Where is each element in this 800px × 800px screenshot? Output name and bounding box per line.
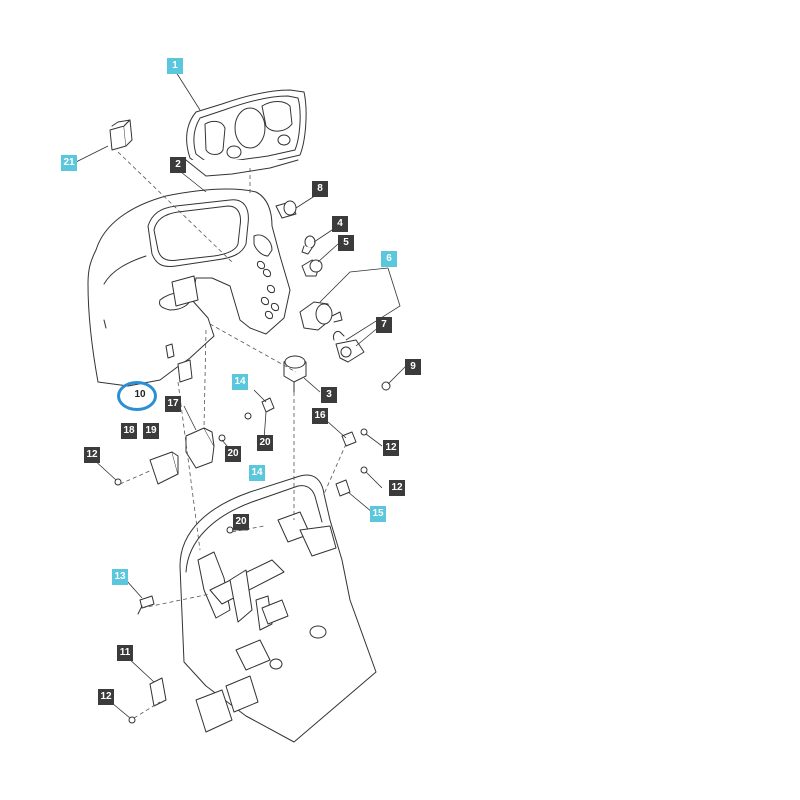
bracket-part-11	[149, 677, 167, 707]
callout-17-label: 17	[167, 398, 179, 409]
module-part-18-19	[149, 451, 179, 485]
callout-12-label: 12	[100, 691, 112, 702]
switch-part-21	[109, 119, 133, 151]
callout-3-label: 3	[326, 389, 332, 400]
callout-11[interactable]: 11	[117, 645, 133, 661]
callout-14[interactable]: 14	[232, 374, 248, 390]
callout-1-label: 1	[172, 60, 178, 71]
callout-20-label: 20	[235, 516, 247, 527]
clip-part-15	[335, 479, 351, 497]
callout-10[interactable]: 10	[132, 387, 148, 403]
ignition-switch-part	[299, 301, 343, 331]
pedal-frame-part	[179, 474, 377, 743]
relay-part-17	[185, 427, 215, 469]
callout-7[interactable]: 7	[376, 317, 392, 333]
bulb-part-4	[301, 235, 316, 255]
knob-part-3	[283, 355, 307, 393]
bolt-part-13	[137, 595, 155, 615]
switch-part-8	[275, 200, 297, 219]
callout-12-label: 12	[385, 442, 397, 453]
callout-18-label: 18	[123, 425, 135, 436]
callout-18[interactable]: 18	[121, 423, 137, 439]
callout-12[interactable]: 12	[383, 440, 399, 456]
callout-13-label: 13	[114, 571, 126, 582]
callout-3[interactable]: 3	[321, 387, 337, 403]
clip-part-16	[341, 431, 357, 447]
callout-12-label: 12	[86, 449, 98, 460]
callout-11-label: 11	[119, 647, 131, 658]
callout-21-label: 21	[63, 157, 75, 168]
callout-14[interactable]: 14	[249, 465, 265, 481]
callout-2[interactable]: 2	[170, 157, 186, 173]
callout-14-label: 14	[251, 467, 263, 478]
callout-16-label: 16	[314, 410, 326, 421]
callout-16[interactable]: 16	[312, 408, 328, 424]
callout-10-label: 10	[134, 389, 146, 400]
callout-20-label: 20	[259, 437, 271, 448]
callout-5[interactable]: 5	[338, 235, 354, 251]
callout-20[interactable]: 20	[257, 435, 273, 451]
callout-4[interactable]: 4	[332, 216, 348, 232]
callout-6[interactable]: 6	[381, 251, 397, 267]
callout-9[interactable]: 9	[405, 359, 421, 375]
callout-15[interactable]: 15	[370, 506, 386, 522]
callout-12-label: 12	[391, 482, 403, 493]
callout-13[interactable]: 13	[112, 569, 128, 585]
key-part-7	[333, 331, 365, 363]
callout-19[interactable]: 19	[143, 423, 159, 439]
callout-9-label: 9	[410, 361, 416, 372]
callout-8-label: 8	[317, 183, 323, 194]
callout-20[interactable]: 20	[233, 514, 249, 530]
callout-12[interactable]: 12	[84, 447, 100, 463]
callout-12[interactable]: 12	[98, 689, 114, 705]
callout-1[interactable]: 1	[167, 58, 183, 74]
screw-part-12	[114, 412, 368, 724]
callout-4-label: 4	[337, 218, 343, 229]
callout-14-label: 14	[234, 376, 246, 387]
callout-2-label: 2	[175, 159, 181, 170]
switch-part-5	[301, 259, 323, 277]
callout-12[interactable]: 12	[389, 480, 405, 496]
callout-7-label: 7	[381, 319, 387, 330]
callout-6-label: 6	[386, 253, 392, 264]
callout-21[interactable]: 21	[61, 155, 77, 171]
callout-20[interactable]: 20	[225, 446, 241, 462]
callout-17[interactable]: 17	[165, 396, 181, 412]
dashboard-cover-part	[87, 188, 291, 387]
callout-15-label: 15	[372, 508, 384, 519]
callout-19-label: 19	[145, 425, 157, 436]
callout-8[interactable]: 8	[312, 181, 328, 197]
callout-20-label: 20	[227, 448, 239, 459]
instrument-cluster-part	[185, 89, 307, 177]
callout-5-label: 5	[343, 237, 349, 248]
